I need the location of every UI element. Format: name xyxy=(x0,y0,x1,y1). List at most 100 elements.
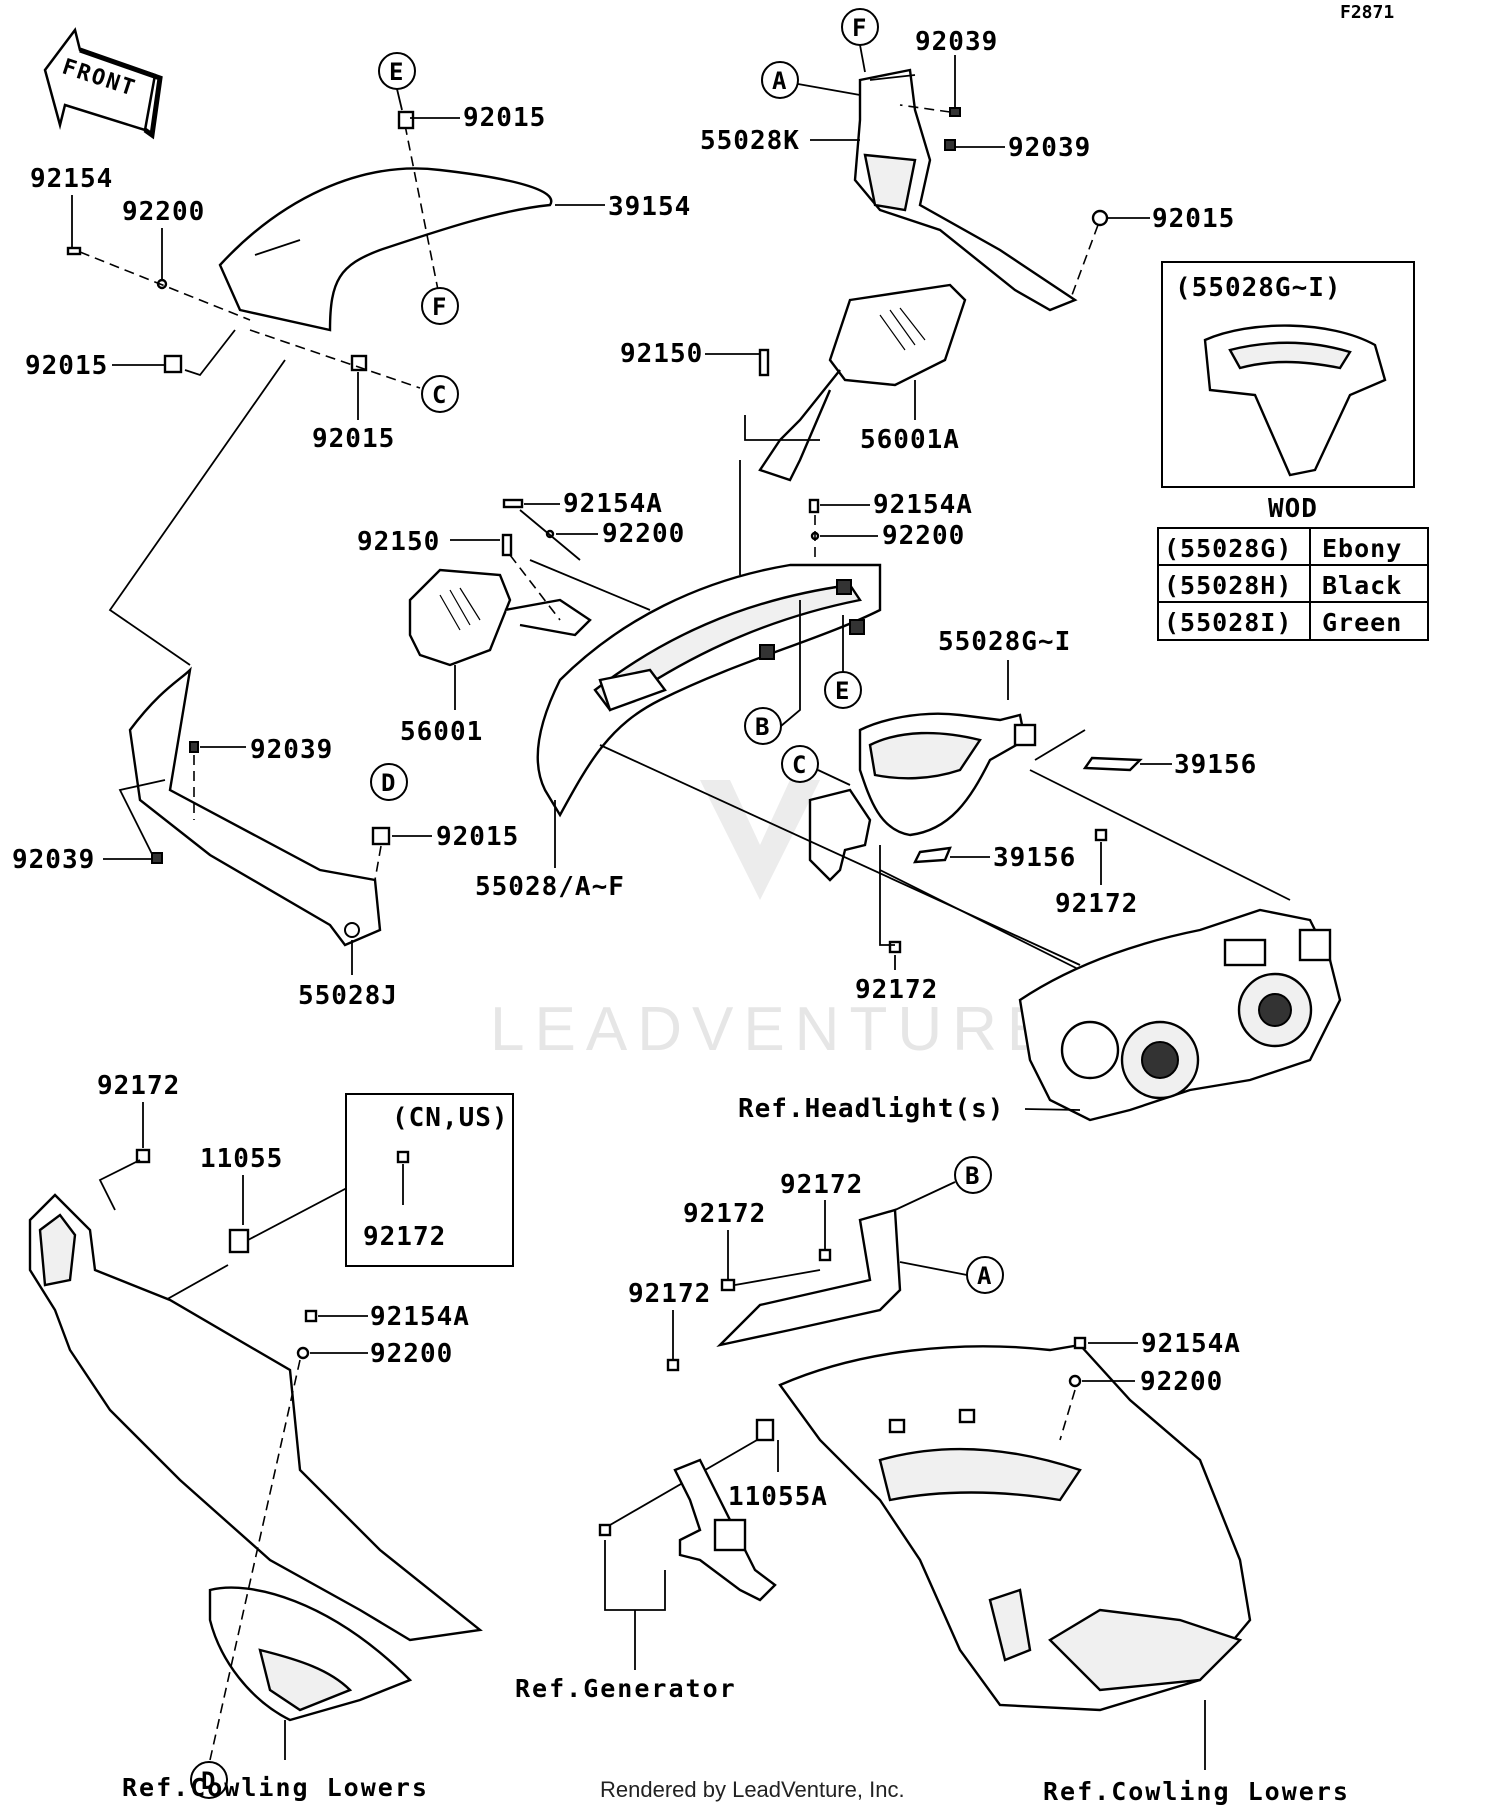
screw-92154 xyxy=(66,246,82,256)
label-92200-c: 92200 xyxy=(370,1339,453,1369)
inset-color-variants: (55028G~I) WOD (55028G) Ebony (55028H) B… xyxy=(1157,261,1429,641)
label-92200-d: 92200 xyxy=(1140,1367,1223,1397)
label-92200-b: 92200 xyxy=(882,521,965,551)
svg-text:E: E xyxy=(835,677,849,705)
seal-39156-a xyxy=(1082,756,1143,772)
screw-92172-r1 xyxy=(818,1248,832,1262)
callout-D-bottom: D xyxy=(190,1761,228,1799)
washer-92200-c xyxy=(296,1346,310,1360)
variant-code-0: (55028G) xyxy=(1164,534,1292,563)
screw-92039-top xyxy=(949,107,961,117)
label-92150-top: 92150 xyxy=(620,339,703,369)
callout-A-top: A xyxy=(761,61,799,99)
label-92200-a: 92200 xyxy=(602,519,685,549)
screw-92172-r3 xyxy=(666,1358,680,1372)
label-11055: 11055 xyxy=(200,1144,283,1174)
render-credit: Rendered by LeadVenture, Inc. xyxy=(600,1777,905,1802)
seal-39156-b xyxy=(912,846,952,864)
screw-92172-left xyxy=(135,1148,151,1164)
watermark: LEADVENTURE xyxy=(490,780,1058,1064)
svg-text:C: C xyxy=(432,381,446,409)
label-headlight-ref: Ref.Headlight(s) xyxy=(738,1094,1004,1124)
label-92015-mid: 92015 xyxy=(312,424,395,454)
label-39154: 39154 xyxy=(608,192,691,222)
headlight-assembly xyxy=(1018,908,1342,1122)
variant-color-0: Ebony xyxy=(1322,534,1402,563)
label-11055A: 11055A xyxy=(728,1482,828,1512)
label-92015-right: 92015 xyxy=(1152,204,1235,234)
svg-text:B: B xyxy=(755,713,769,741)
label-92172-a: 92172 xyxy=(1055,889,1138,919)
callout-C-mid: C xyxy=(781,745,819,783)
screw-92154A-d xyxy=(1073,1336,1087,1350)
grommet-92015-top xyxy=(397,110,415,130)
upper-cowl-55028AF xyxy=(536,563,882,818)
clip-11055A xyxy=(755,1418,775,1442)
label-92172-b: 92172 xyxy=(855,975,938,1005)
label-55028GI: 55028G~I xyxy=(938,627,1071,657)
label-92154A-a: 92154A xyxy=(563,489,663,519)
clip-11055 xyxy=(228,1228,250,1254)
label-cowling-right-ref: Ref.Cowling Lowers xyxy=(1043,1777,1350,1806)
left-cowling-lower xyxy=(28,1193,483,1722)
variant-code-1: (55028H) xyxy=(1164,571,1292,600)
callout-F-top: F xyxy=(841,8,879,46)
screw-92172-b xyxy=(888,940,902,954)
variant-code-2: (55028I) xyxy=(1164,608,1292,637)
watermark-text: LEADVENTURE xyxy=(490,995,1058,1064)
color-variant-table: (55028G) Ebony (55028H) Black (55028I) G… xyxy=(1157,527,1429,641)
svg-text:F: F xyxy=(852,14,866,42)
callout-A-bottom: A xyxy=(966,1256,1004,1294)
bolt-92150-top xyxy=(758,348,770,377)
callout-D-mid: D xyxy=(370,763,408,801)
label-92172-left: 92172 xyxy=(97,1071,180,1101)
label-92150-mid: 92150 xyxy=(357,527,440,557)
label-92039-mid: 92039 xyxy=(1008,133,1091,163)
screw-92172-cnus xyxy=(396,1150,410,1164)
label-92154A-b: 92154A xyxy=(873,490,973,520)
screw-92172-r2 xyxy=(720,1278,736,1292)
label-56001A: 56001A xyxy=(860,425,960,455)
screw-92039-far xyxy=(151,852,163,864)
label-55028J: 55028J xyxy=(298,981,398,1011)
label-92172-r3: 92172 xyxy=(628,1279,711,1309)
screw-92039-left xyxy=(189,741,199,753)
washer-92200-d xyxy=(1068,1374,1082,1388)
callout-B-bottom: B xyxy=(954,1156,992,1194)
label-92154: 92154 xyxy=(30,164,113,194)
label-55028K: 55028K xyxy=(700,126,800,156)
mirror-56001A xyxy=(758,283,967,482)
screw-92172-a xyxy=(1094,828,1108,842)
svg-text:C: C xyxy=(792,751,806,779)
region-box-label: (CN,US) xyxy=(392,1103,509,1133)
label-55028AF: 55028/A~F xyxy=(475,872,625,902)
inner-cowl-55028GI xyxy=(808,712,1037,882)
inset-title: (55028G~I) xyxy=(1175,273,1342,303)
figure-id: F2871 xyxy=(1340,2,1394,23)
front-arrow-icon: FRONT xyxy=(43,27,163,140)
svg-text:A: A xyxy=(772,67,787,95)
label-92172-cnus: 92172 xyxy=(363,1222,446,1252)
panel-55028K xyxy=(853,68,1078,312)
callout-E-mid: E xyxy=(824,671,862,709)
svg-text:A: A xyxy=(977,1262,992,1290)
right-inner-bracket xyxy=(716,1208,902,1348)
callout-E-top: E xyxy=(378,52,416,90)
label-56001: 56001 xyxy=(400,717,483,747)
label-92039-left: 92039 xyxy=(250,735,333,765)
grommet-92015-d xyxy=(371,826,391,846)
label-cowling-left-ref: Ref.Cowling Lowers xyxy=(122,1773,429,1802)
label-92039-top: 92039 xyxy=(915,27,998,57)
variant-color-1: Black xyxy=(1322,571,1402,600)
right-cowling-lower xyxy=(778,1343,1252,1712)
label-92154A-c: 92154A xyxy=(370,1302,470,1332)
screw-92039-mid xyxy=(944,139,956,151)
generator-bracket xyxy=(673,1458,777,1602)
label-92200-left: 92200 xyxy=(122,197,205,227)
screw-92154A-b xyxy=(808,498,820,514)
grommet-92015-right xyxy=(1091,209,1109,227)
inset-caption: WOD xyxy=(1268,494,1318,524)
screw-92154A-a xyxy=(502,498,524,509)
